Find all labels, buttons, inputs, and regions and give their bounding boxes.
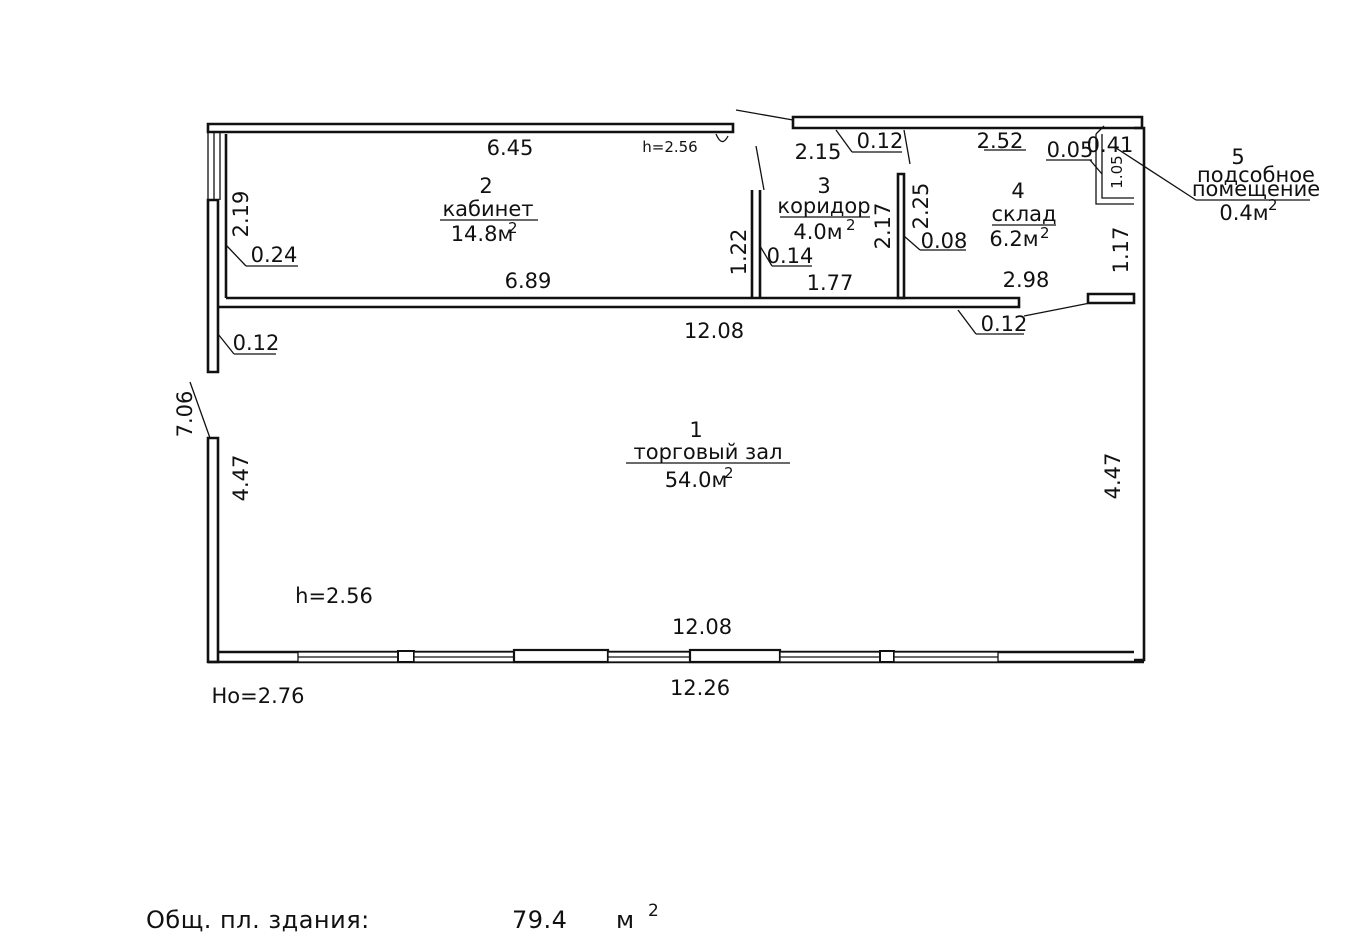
svg-text:2.25: 2.25 [909, 183, 933, 230]
left-wall-hall [206, 436, 220, 664]
room-label-4: 4 склад 6.2м 2 [989, 179, 1056, 251]
svg-text:коридор: коридор [777, 194, 870, 218]
top-wall-left [206, 122, 735, 134]
svg-text:2.52: 2.52 [977, 129, 1024, 153]
svg-text:4.47: 4.47 [1101, 453, 1125, 500]
room-label-1: 1 торговый зал 54.0м 2 [626, 418, 790, 492]
left-wall-office [206, 198, 220, 374]
svg-text:2: 2 [1268, 196, 1278, 214]
total-area-value: 79.4 [512, 906, 567, 934]
svg-text:12.08: 12.08 [672, 615, 732, 639]
total-area-unit: м [616, 906, 635, 934]
svg-text:6.45: 6.45 [487, 136, 534, 160]
svg-text:6.89: 6.89 [505, 269, 552, 293]
svg-text:h=2.56: h=2.56 [295, 584, 373, 608]
room-label-3: 3 коридор 4.0м 2 [777, 174, 870, 244]
svg-text:3: 3 [817, 174, 830, 198]
leader-lines [189, 125, 1310, 439]
right-wall [1134, 126, 1146, 662]
svg-text:0.12: 0.12 [981, 312, 1028, 336]
storage-door-swing [903, 129, 911, 165]
office-door-arc [715, 133, 729, 143]
svg-text:4.0м: 4.0м [793, 220, 842, 244]
svg-text:7.06: 7.06 [173, 391, 197, 438]
corridor-wall-left [750, 190, 762, 298]
svg-text:2.19: 2.19 [229, 191, 253, 238]
svg-text:12.08: 12.08 [684, 319, 744, 343]
svg-text:1.05: 1.05 [1108, 155, 1126, 188]
top-wall-right [791, 115, 1144, 130]
svg-text:торговый зал: торговый зал [633, 440, 782, 464]
svg-text:1.77: 1.77 [807, 271, 854, 295]
left-wall-office-window [207, 132, 221, 200]
aux-room-walls [1095, 134, 1134, 205]
svg-text:0.12: 0.12 [857, 129, 904, 153]
svg-text:2.17: 2.17 [871, 203, 895, 250]
svg-text:2: 2 [1040, 224, 1050, 242]
svg-text:6.2м: 6.2м [989, 227, 1038, 251]
svg-text:2.15: 2.15 [795, 140, 842, 164]
svg-text:кабинет: кабинет [442, 197, 533, 221]
walls [206, 109, 1146, 664]
svg-text:0.14: 0.14 [767, 244, 814, 268]
entrance-door-swing [735, 109, 794, 121]
total-area-label: Общ. пл. здания: [146, 906, 370, 934]
svg-text:12.26: 12.26 [670, 676, 730, 700]
svg-text:2: 2 [508, 219, 518, 237]
svg-text:54.0м: 54.0м [665, 468, 728, 492]
svg-text:0.41: 0.41 [1087, 133, 1134, 157]
svg-text:0.12: 0.12 [233, 331, 280, 355]
corridor-wall-right [896, 172, 906, 300]
bottom-windows [297, 648, 999, 664]
total-area-footer: Общ. пл. здания: 79.4 м 2 [146, 901, 659, 934]
dimension-labels: 6.45 h=2.56 2.15 0.12 2.52 0.05 0.41 1.0… [173, 129, 1133, 708]
svg-text:0.4м: 0.4м [1219, 201, 1268, 225]
total-area-unit-sup: 2 [648, 901, 659, 921]
svg-text:1.22: 1.22 [727, 229, 751, 276]
svg-text:1: 1 [689, 418, 702, 442]
svg-text:2: 2 [724, 464, 734, 482]
room-label-5: 5 подсобное помещение 0.4м 2 [1192, 145, 1320, 225]
svg-text:0.05: 0.05 [1047, 138, 1094, 162]
room-label-2: 2 кабинет 14.8м 2 [440, 174, 538, 246]
svg-text:0.08: 0.08 [921, 229, 968, 253]
partition-right-stub [1086, 292, 1136, 305]
svg-text:2.98: 2.98 [1003, 268, 1050, 292]
corridor-door-swing [755, 145, 765, 191]
svg-text:склад: склад [991, 202, 1056, 226]
svg-text:4: 4 [1011, 179, 1024, 203]
svg-text:Но=2.76: Но=2.76 [212, 684, 305, 708]
svg-text:1.17: 1.17 [1109, 227, 1133, 274]
svg-text:4.47: 4.47 [229, 455, 253, 502]
svg-text:2: 2 [479, 174, 492, 198]
partition-main [218, 296, 1021, 309]
svg-text:2: 2 [846, 216, 856, 234]
svg-text:14.8м: 14.8м [451, 222, 514, 246]
svg-text:5: 5 [1231, 145, 1244, 169]
svg-text:0.24: 0.24 [251, 243, 298, 267]
svg-text:h=2.56: h=2.56 [642, 138, 697, 156]
svg-text:помещение: помещение [1192, 177, 1320, 201]
svg-text:подсобное: подсобное [1197, 163, 1315, 187]
